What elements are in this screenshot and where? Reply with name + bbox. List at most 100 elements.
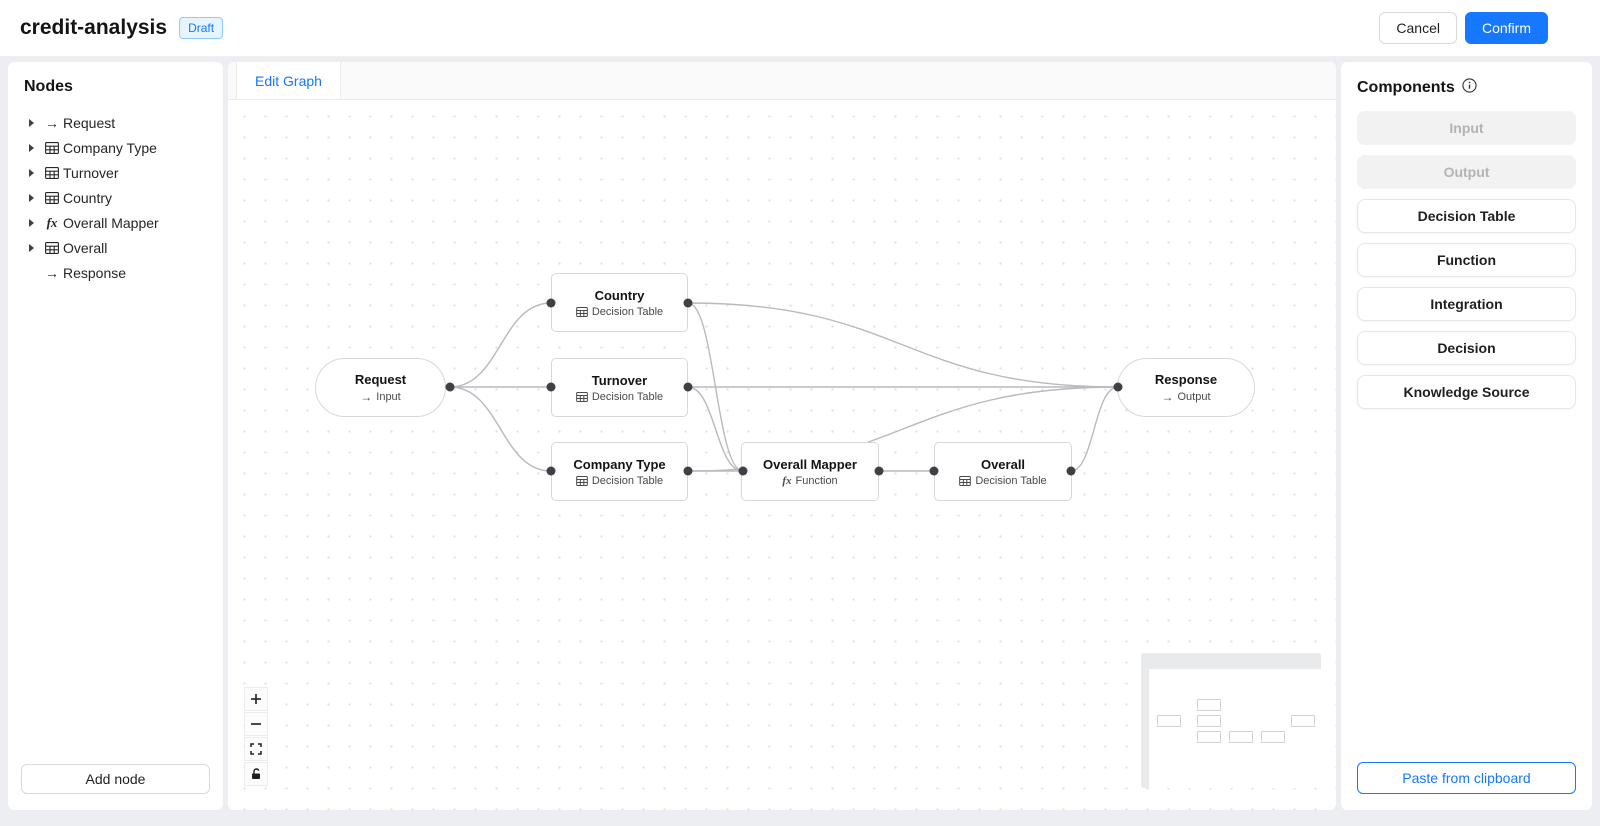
zoom-controls <box>244 687 268 786</box>
node-title: Overall <box>980 456 1026 472</box>
graph-node-response[interactable]: Response →Output <box>1117 358 1255 417</box>
graph-node-company-type[interactable]: Company Type Decision Table <box>551 442 688 501</box>
node-subtitle: Decision Table <box>591 474 664 487</box>
tree-item-response[interactable]: → Response <box>21 260 210 285</box>
function-icon: fx <box>782 474 792 487</box>
node-subtitle: Function <box>795 474 838 487</box>
function-icon: fx <box>46 214 58 230</box>
tree-item-turnover[interactable]: Turnover <box>21 160 210 185</box>
caret-right-icon[interactable] <box>21 168 41 177</box>
edge-request-country[interactable] <box>449 302 552 388</box>
node-title: Company Type <box>573 456 666 472</box>
tree-item-country[interactable]: Country <box>21 185 210 210</box>
table-icon <box>575 475 588 486</box>
node-subtitle: Decision Table <box>975 474 1047 487</box>
graph-node-request[interactable]: Request →Input <box>315 358 446 417</box>
arrow-right-icon: → <box>1161 389 1174 404</box>
graph-editor: Edit Graph Request <box>228 62 1336 810</box>
tree-item-label: Turnover <box>63 164 119 181</box>
caret-right-icon[interactable] <box>21 143 41 152</box>
graph-node-country[interactable]: Country Decision Table <box>551 273 688 332</box>
caret-right-icon[interactable] <box>21 118 41 127</box>
info-icon <box>1462 78 1477 98</box>
minimap-node <box>1229 731 1253 743</box>
node-subtitle: Output <box>1177 390 1211 403</box>
confirm-button[interactable]: Confirm <box>1464 12 1548 44</box>
zoom-in-button[interactable] <box>244 687 268 711</box>
cancel-button[interactable]: Cancel <box>1379 12 1457 44</box>
arrow-right-icon: → <box>360 389 373 404</box>
minimap-viewport <box>1149 669 1321 788</box>
node-title: Country <box>594 287 645 303</box>
minimap[interactable] <box>1141 653 1321 788</box>
tree-item-label: Country <box>63 189 113 206</box>
fit-view-button[interactable] <box>244 737 268 761</box>
paste-from-clipboard-button[interactable]: Paste from clipboard <box>1357 762 1576 794</box>
nodes-panel-title: Nodes <box>24 78 73 95</box>
fit-view-icon <box>250 743 262 755</box>
table-icon <box>41 191 63 204</box>
node-subtitle: Input <box>376 390 401 403</box>
minimap-node <box>1261 731 1285 743</box>
edge-request-company-type[interactable] <box>449 386 552 472</box>
unlock-icon <box>250 768 262 780</box>
edge-country-response[interactable] <box>687 302 1119 388</box>
caret-right-icon[interactable] <box>21 243 41 252</box>
component-function-button[interactable]: Function <box>1357 243 1576 277</box>
caret-right-icon[interactable] <box>21 193 41 202</box>
table-icon <box>41 166 63 179</box>
components-panel-title: Components <box>1357 79 1455 96</box>
tree-item-request[interactable]: → Request <box>21 110 210 135</box>
nodes-tree: → Request Company Type Turnover <box>21 110 210 764</box>
add-node-button[interactable]: Add node <box>21 764 210 794</box>
component-integration-button[interactable]: Integration <box>1357 287 1576 321</box>
graph-node-turnover[interactable]: Turnover Decision Table <box>551 358 688 417</box>
nodes-panel: Nodes → Request Company Type Turnover <box>8 62 223 810</box>
node-title: Overall Mapper <box>763 456 857 472</box>
node-title: Turnover <box>591 372 648 388</box>
page-title: credit-analysis <box>20 16 168 39</box>
minimap-node <box>1157 715 1181 727</box>
tree-item-label: Request <box>63 114 116 131</box>
lock-toggle-button[interactable] <box>244 762 268 786</box>
top-bar: credit-analysis Draft Cancel Confirm <box>0 0 1600 57</box>
table-icon <box>959 475 972 486</box>
table-icon <box>41 241 63 254</box>
minimap-node <box>1197 699 1221 711</box>
tree-item-label: Overall Mapper <box>63 214 159 231</box>
minimap-node <box>1197 731 1221 743</box>
component-input-button: Input <box>1357 111 1576 145</box>
edge-overall-response[interactable] <box>1070 386 1119 472</box>
arrow-right-icon: → <box>45 264 59 281</box>
tree-item-company-type[interactable]: Company Type <box>21 135 210 160</box>
tree-item-label: Overall <box>63 239 108 256</box>
tree-item-overall[interactable]: Overall <box>21 235 210 260</box>
minimap-node <box>1197 715 1221 727</box>
arrow-right-icon: → <box>45 114 59 131</box>
tab-edit-graph[interactable]: Edit Graph <box>236 62 341 99</box>
graph-canvas[interactable]: Request →Input Country Decision Table Tu… <box>228 100 1336 810</box>
table-icon <box>41 141 63 154</box>
plus-icon <box>250 693 262 705</box>
status-badge: Draft <box>179 17 224 39</box>
zoom-out-button[interactable] <box>244 712 268 736</box>
graph-node-overall[interactable]: Overall Decision Table <box>934 442 1072 501</box>
caret-right-icon[interactable] <box>21 218 41 227</box>
tree-item-label: Response <box>63 264 127 281</box>
node-title: Response <box>1154 371 1218 387</box>
component-output-button: Output <box>1357 155 1576 189</box>
component-decision-button[interactable]: Decision <box>1357 331 1576 365</box>
minus-icon <box>250 718 262 730</box>
component-knowledge-source-button[interactable]: Knowledge Source <box>1357 375 1576 409</box>
table-icon <box>575 391 588 402</box>
table-icon <box>575 306 588 317</box>
component-decision-table-button[interactable]: Decision Table <box>1357 199 1576 233</box>
tree-item-label: Company Type <box>63 139 157 156</box>
tree-item-overall-mapper[interactable]: fx Overall Mapper <box>21 210 210 235</box>
components-panel: Components Input Output Decision Table F… <box>1341 62 1592 810</box>
node-subtitle: Decision Table <box>591 390 664 403</box>
tab-bar: Edit Graph <box>228 62 1336 100</box>
edge-turnover-overall-mapper[interactable] <box>687 386 744 472</box>
minimap-node <box>1291 715 1315 727</box>
